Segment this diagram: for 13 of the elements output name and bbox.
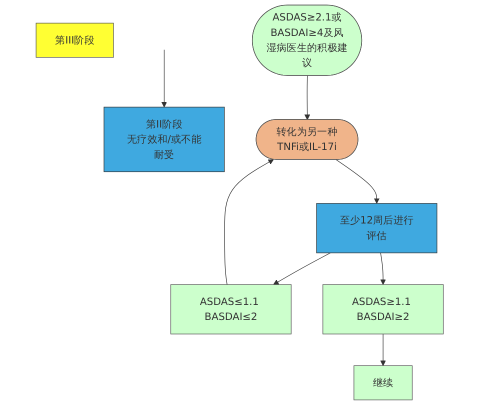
arrow	[224, 159, 274, 285]
node-box: 至少12周后进行评估	[316, 203, 438, 254]
arrow	[380, 252, 386, 285]
arrow	[274, 252, 332, 285]
arrow	[162, 49, 168, 108]
node-box: 继续	[354, 365, 413, 400]
arrow	[304, 75, 310, 120]
node-box: 第II阶段 无疗效和/或不能耐受	[104, 106, 226, 172]
node-box: ASDAS≥1.1 BASDAI≥2	[322, 284, 444, 334]
arrow	[380, 334, 386, 366]
node-box: 第III阶段	[36, 22, 114, 58]
node-box: ASDAS≤1.1 BASDAI≤2	[170, 284, 292, 334]
arrow	[336, 159, 380, 204]
